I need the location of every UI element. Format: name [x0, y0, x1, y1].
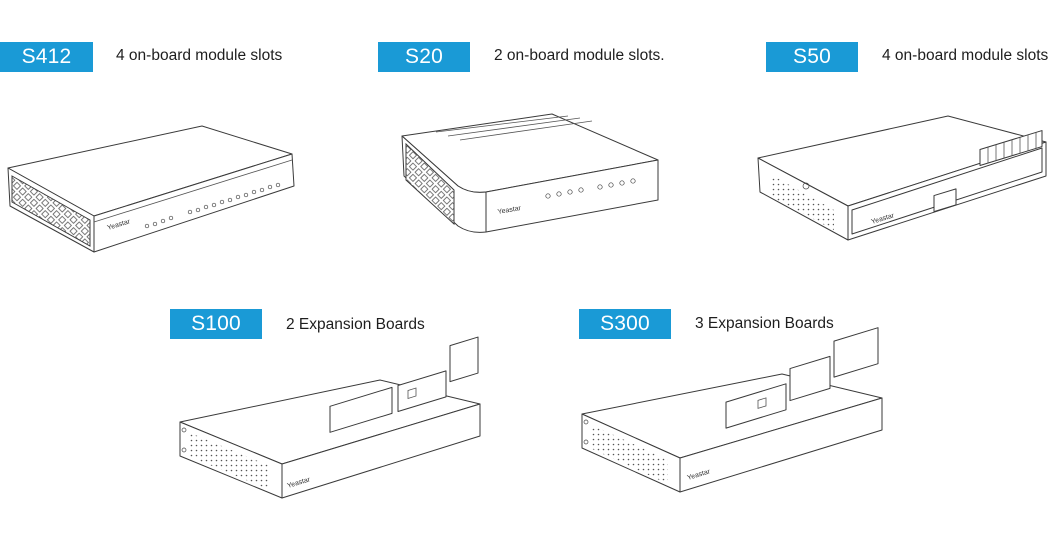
- model-description-s20: 2 on-board module slots.: [494, 47, 665, 64]
- model-badge-s412: S412: [0, 42, 93, 72]
- model-description-s100: 2 Expansion Boards: [286, 316, 425, 333]
- device-image-s20: Yeastar: [396, 110, 666, 238]
- model-badge-s50: S50: [766, 42, 858, 72]
- device-image-s412: Yeastar: [0, 118, 300, 263]
- model-description-s300: 3 Expansion Boards: [695, 315, 834, 332]
- model-description-s412: 4 on-board module slots: [116, 47, 283, 64]
- device-image-s300: Yeastar: [576, 372, 888, 500]
- model-badge-s20: S20: [378, 42, 470, 72]
- model-badge-s100: S100: [170, 309, 262, 339]
- svg-text:Yeastar: Yeastar: [497, 205, 522, 216]
- device-image-s100: Yeastar: [174, 378, 486, 506]
- device-image-s50: Yeastar: [756, 112, 1050, 250]
- model-badge-s300: S300: [579, 309, 671, 339]
- model-description-s50: 4 on-board module slots: [882, 47, 1049, 64]
